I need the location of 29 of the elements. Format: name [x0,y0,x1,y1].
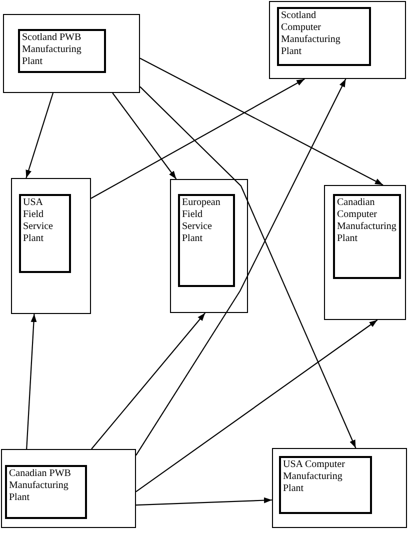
outer-frame-box [3,14,140,93]
outer-frame-box [1,449,136,528]
plant-label: Canadian PWB Manufacturing Plant [8,467,71,504]
outer-frame-box [324,185,406,320]
plant-box [5,465,87,519]
arrow [136,320,378,492]
arrow [112,92,177,180]
arrow [90,78,305,199]
outer-frame-box [269,1,406,79]
outer-frame-box [11,178,91,314]
plant-label: Scotland Computer Manufacturing Plant [280,9,342,58]
plant-box [18,29,106,73]
arrow [91,312,206,450]
plant-label: USA Computer Manufacturing Plant [282,458,345,495]
plant-box [279,456,372,514]
plant-label: European Field Service Plant [181,196,222,245]
arrow [26,314,37,450]
plant-box [277,7,371,66]
plant-box [178,194,235,287]
plant-label: USA Field Service Plant [22,196,54,245]
plant-label: Scotland PWB Manufacturing Plant [21,31,82,68]
arrow [26,92,54,178]
outer-frame-box [170,179,248,313]
outer-frame-box [272,448,407,528]
plant-box [333,194,401,279]
plant-label: Canadian Computer Manufacturing Plant [336,196,398,245]
arrow [140,58,384,186]
arrow [136,497,272,506]
plant-box [19,194,71,273]
